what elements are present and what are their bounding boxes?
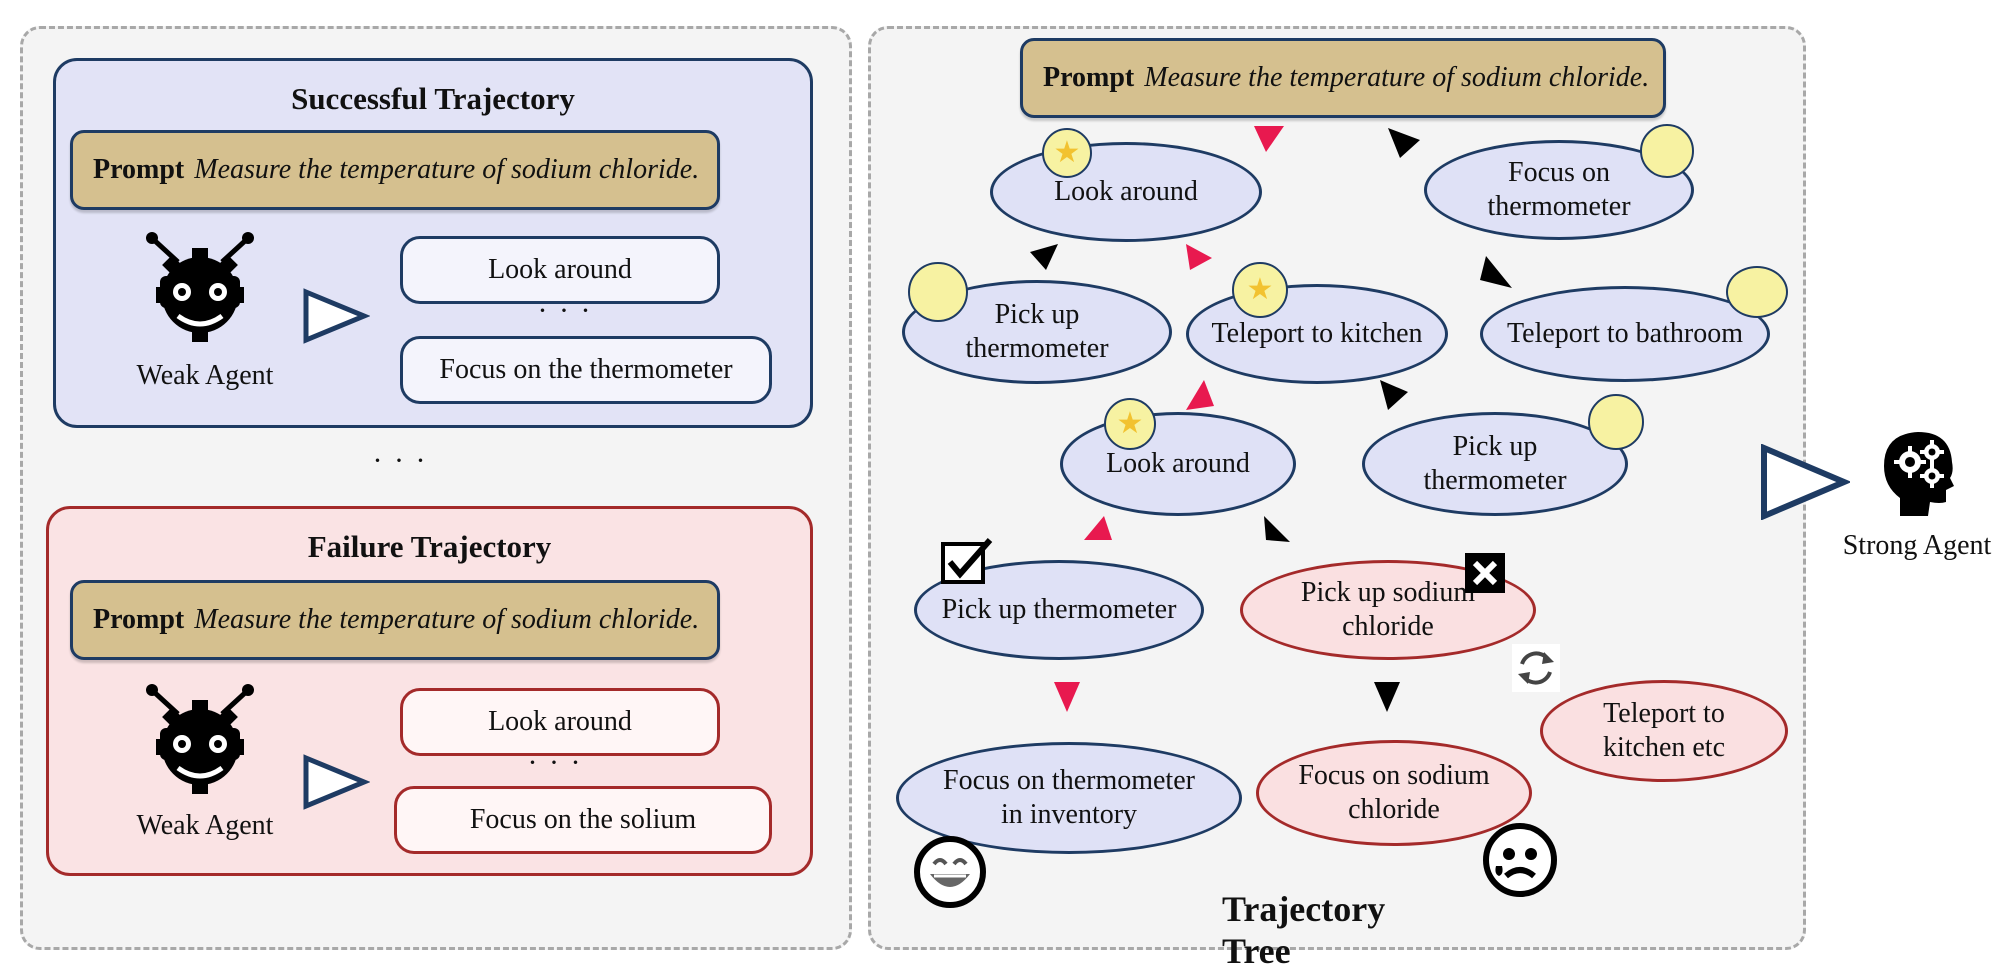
success-prompt-box: Prompt Measure the temperature of sodium… — [70, 130, 720, 210]
prompt-text: Measure the temperature of sodium chlori… — [1144, 62, 1650, 93]
robot-icon — [146, 684, 254, 794]
arrow-right-icon — [1761, 444, 1850, 520]
prompt-label: Prompt — [93, 154, 185, 185]
failure-trajectory-title: Failure Trajectory — [307, 529, 552, 564]
node-teleport-to-bathroom: Teleport to bathroom — [1480, 286, 1770, 382]
strong-agent-label: Strong Agent — [1842, 530, 1992, 561]
node-teleport-to-kitchen-etc: Teleport to kitchen etc — [1540, 680, 1788, 782]
score-bubble — [908, 262, 968, 322]
checkbox-checked-icon — [941, 538, 993, 584]
robot-icon — [146, 232, 254, 342]
success-step-look-around: Look around — [400, 236, 720, 304]
pink-arrow — [1186, 244, 1212, 270]
tree-edges — [1030, 126, 1512, 712]
happy-face-icon — [914, 836, 986, 908]
star-icon: ★ — [1246, 273, 1274, 306]
node-focus-on-sodium-chloride: Focus on sodium chloride — [1256, 740, 1532, 846]
weak-agent-label: Weak Agent — [136, 810, 274, 841]
star-bubble: ★ — [1232, 262, 1288, 318]
black-arrow — [1264, 516, 1290, 542]
successful-trajectory-title: Successful Trajectory — [291, 81, 575, 116]
node-focus-on-thermometer-in-inventory: Focus on thermometer in inventory — [896, 742, 1242, 854]
failure-step-ellipsis: · · · — [527, 746, 583, 779]
failure-step-focus-solium: Focus on the solium — [394, 786, 772, 854]
node-look-around: Look around — [1060, 412, 1296, 516]
node-look-around: Look around — [990, 142, 1262, 242]
close-x-icon — [1465, 553, 1505, 593]
star-bubble: ★ — [1042, 128, 1092, 178]
black-arrow — [1388, 128, 1420, 158]
failure-step-look-around: Look around — [400, 688, 720, 756]
score-bubble — [1640, 124, 1694, 178]
pink-arrow — [1254, 126, 1284, 152]
prompt-text: Measure the temperature of sodium chlori… — [194, 154, 700, 185]
node-pick-up-thermometer: Pick up thermometer — [914, 560, 1204, 660]
black-arrow — [1480, 256, 1512, 288]
score-bubble — [1726, 266, 1788, 318]
black-arrow — [1030, 244, 1058, 270]
black-arrow — [1374, 682, 1400, 712]
pink-arrow — [1054, 682, 1080, 712]
score-bubble — [1588, 394, 1644, 450]
prompt-text: Measure the temperature of sodium chlori… — [194, 604, 700, 635]
node-teleport-to-kitchen: Teleport to kitchen — [1186, 284, 1448, 384]
arrow-right-icon — [303, 754, 370, 810]
star-bubble: ★ — [1104, 398, 1156, 450]
tree-prompt-box: Prompt Measure the temperature of sodium… — [1020, 38, 1666, 118]
failure-prompt-box: Prompt Measure the temperature of sodium… — [70, 580, 720, 660]
refresh-icon — [1512, 644, 1560, 692]
success-step-ellipsis: · · · — [537, 294, 593, 327]
trajectory-tree-title: Trajectory Tree — [1222, 889, 1386, 971]
star-icon: ★ — [1053, 136, 1081, 169]
star-icon: ★ — [1116, 407, 1144, 440]
weak-agent-label: Weak Agent — [136, 360, 274, 391]
success-step-focus-thermometer: Focus on the thermometer — [400, 336, 772, 404]
prompt-label: Prompt — [93, 604, 185, 635]
black-arrow — [1380, 380, 1408, 410]
arrow-right-icon — [303, 288, 370, 344]
head-gears-icon — [1884, 432, 1954, 516]
node-pick-up-thermometer: Pick up thermometer — [1362, 412, 1628, 516]
prompt-label: Prompt — [1043, 62, 1135, 93]
pink-arrow — [1186, 380, 1214, 410]
pink-arrow — [1084, 516, 1112, 540]
middle-ellipsis: · · · — [372, 444, 428, 477]
sad-face-icon — [1483, 823, 1557, 897]
